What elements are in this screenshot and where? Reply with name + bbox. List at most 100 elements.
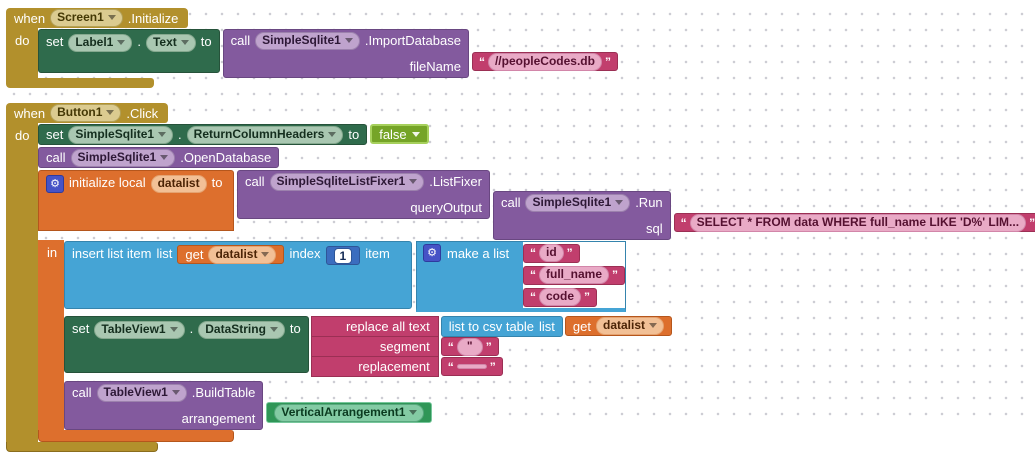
set-tableview1-datastring-block[interactable]: set TableView1 . DataString to [64, 316, 309, 373]
dropdown-arrow-icon [107, 15, 116, 20]
screen1-dropdown[interactable]: Screen1 [50, 9, 123, 27]
initialize-local-header[interactable]: ⚙ initialize local datalist to [38, 170, 234, 231]
initialize-local-datalist-block[interactable]: ⚙ initialize local datalist to call Simp… [38, 170, 1035, 442]
dropdown-arrow-icon [615, 199, 624, 205]
mutator-gear-icon[interactable]: ⚙ [46, 175, 64, 193]
segment-text-block[interactable]: “ " ” [440, 337, 499, 356]
event-name-label: .Click [126, 105, 159, 121]
sql-text-block[interactable]: “ SELECT * FROM data WHERE full_name LIK… [673, 213, 1035, 232]
when-label: when [14, 10, 46, 26]
list-item-text-field[interactable]: full_name [539, 266, 610, 284]
when-screen1-initialize-stack[interactable]: when Screen1 .Initialize do set Label1 .… [6, 8, 618, 88]
verticalarrangement1-component-block[interactable]: VerticalArrangement1 [266, 402, 433, 423]
set-label: set [46, 127, 64, 142]
text-property-dropdown[interactable]: Text [145, 34, 196, 52]
list-item-text-field[interactable]: code [539, 288, 582, 306]
queryoutput-param-label: queryOutput [410, 200, 482, 215]
datalist-dropdown[interactable]: datalist [208, 245, 277, 264]
simplesqlite1-dropdown[interactable]: SimpleSqlite1 [525, 193, 631, 212]
list-item-text-block[interactable]: “ id ” [523, 243, 580, 263]
call-run-block[interactable]: call SimpleSqlite1 .Run sql [492, 191, 671, 240]
filename-param-label: fileName [409, 59, 461, 74]
tableview1-dropdown[interactable]: TableView1 [94, 321, 185, 339]
filename-text-block[interactable]: “ //peopleCodes.db ” [471, 52, 618, 71]
close-quote: ” [1029, 215, 1035, 230]
item-param-label: item [365, 246, 390, 261]
dropdown-arrow-icon [169, 327, 178, 332]
call-listfixer-block[interactable]: call SimpleSqliteListFixer1 .ListFixer q… [237, 170, 490, 219]
open-quote: “ [447, 359, 454, 374]
when-label: when [14, 105, 46, 121]
list-item-text-field[interactable]: id [539, 244, 564, 262]
dropdown-arrow-icon [649, 323, 658, 328]
tableview1-dropdown[interactable]: TableView1 [96, 383, 187, 402]
dropdown-arrow-icon [160, 154, 169, 160]
filename-text-field[interactable]: //peopleCodes.db [487, 52, 602, 71]
get-datalist-block[interactable]: get datalist [177, 245, 285, 264]
sql-text-field[interactable]: SELECT * FROM data WHERE full_name LIKE … [689, 213, 1027, 232]
segment-text-field[interactable]: " [456, 337, 483, 356]
close-quote: ” [584, 290, 591, 304]
mutator-gear-icon[interactable]: ⚙ [423, 244, 441, 262]
when-button1-click-stack[interactable]: when Button1 .Click do set SimpleSqlite1… [6, 103, 1035, 452]
label1-dropdown[interactable]: Label1 [68, 34, 133, 52]
list-item-text-block[interactable]: “ full_name ” [523, 265, 626, 285]
event-block-bottom-bar [6, 78, 154, 88]
replace-all-text-block[interactable]: replace all text list to csv table list [310, 316, 673, 377]
simplesqlite1-dropdown[interactable]: SimpleSqlite1 [255, 31, 360, 50]
list-item-text-block[interactable]: “ code ” [523, 287, 598, 307]
returncolumnheaders-dropdown[interactable]: ReturnColumnHeaders [186, 125, 344, 144]
dropdown-arrow-icon [409, 409, 418, 415]
event-name-label: .Initialize [127, 10, 179, 26]
sql-param-label: sql [646, 221, 663, 236]
when-button1-click-block[interactable]: when Button1 .Click [6, 103, 169, 123]
call-importdatabase-block[interactable]: call SimpleSqlite1 .ImportDatabase fileN… [222, 29, 469, 78]
replacement-text-block[interactable]: “ ” [440, 357, 503, 376]
method-name-label: .BuildTable [191, 385, 256, 400]
method-name-label: .Run [635, 195, 663, 210]
set-returncolumnheaders-block[interactable]: set SimpleSqlite1 . ReturnColumnHeaders … [38, 124, 368, 145]
when-screen1-initialize-block[interactable]: when Screen1 .Initialize [6, 8, 189, 28]
to-label: to [200, 34, 212, 49]
open-quote: “ [530, 290, 536, 304]
simplesqlite1-dropdown[interactable]: SimpleSqlite1 [68, 125, 174, 144]
set-label: set [46, 34, 64, 49]
call-opendatabase-block[interactable]: call SimpleSqlite1 .OpenDatabase [38, 147, 280, 168]
simplesqlitelistfixer1-dropdown[interactable]: SimpleSqliteListFixer1 [269, 172, 425, 191]
datalist-dropdown[interactable]: datalist [596, 317, 665, 335]
set-label1-text-block[interactable]: set Label1 . Text to [38, 29, 220, 73]
call-label: call [72, 385, 92, 400]
do-slot-label: do [6, 28, 38, 78]
index-param-label: index [289, 246, 321, 261]
get-datalist-block[interactable]: get datalist [564, 316, 673, 336]
initialize-local-bottom-bar [38, 430, 234, 442]
open-quote: “ [680, 215, 687, 230]
verticalarrangement1-dropdown[interactable]: VerticalArrangement1 [274, 403, 425, 422]
segment-param-label: segment [310, 337, 439, 357]
datalist-variable-name[interactable]: datalist [150, 175, 207, 193]
replacement-text-field[interactable] [456, 364, 487, 369]
dropdown-arrow-icon [409, 178, 418, 184]
number-1-block[interactable]: 1 [325, 246, 361, 265]
logic-false-block[interactable]: false [370, 124, 429, 144]
make-a-list-block[interactable]: ⚙ make a list “ id ” [416, 241, 627, 312]
number-field[interactable]: 1 [333, 247, 353, 264]
dropdown-arrow-icon [117, 40, 126, 45]
to-label: to [211, 175, 223, 190]
dropdown-arrow-icon [106, 110, 115, 115]
insert-list-item-block[interactable]: insert list item list get datalist index… [64, 241, 412, 309]
dropdown-arrow-icon [261, 251, 270, 257]
datastring-dropdown[interactable]: DataString [198, 321, 285, 339]
button1-dropdown[interactable]: Button1 [50, 104, 122, 122]
simplesqlite1-dropdown[interactable]: SimpleSqlite1 [70, 148, 176, 167]
call-buildtable-block[interactable]: call TableView1 .BuildTable arrangement [64, 381, 264, 430]
call-label: call [230, 33, 251, 48]
list-to-csv-table-block[interactable]: list to csv table list [440, 316, 563, 337]
set-label: set [72, 321, 90, 336]
dropdown-arrow-icon [180, 40, 189, 45]
dropdown-arrow-icon [269, 327, 278, 332]
insert-list-item-label: insert list item [72, 246, 152, 261]
make-a-list-label: make a list [447, 245, 510, 261]
method-name-label: .ListFixer [429, 174, 482, 189]
